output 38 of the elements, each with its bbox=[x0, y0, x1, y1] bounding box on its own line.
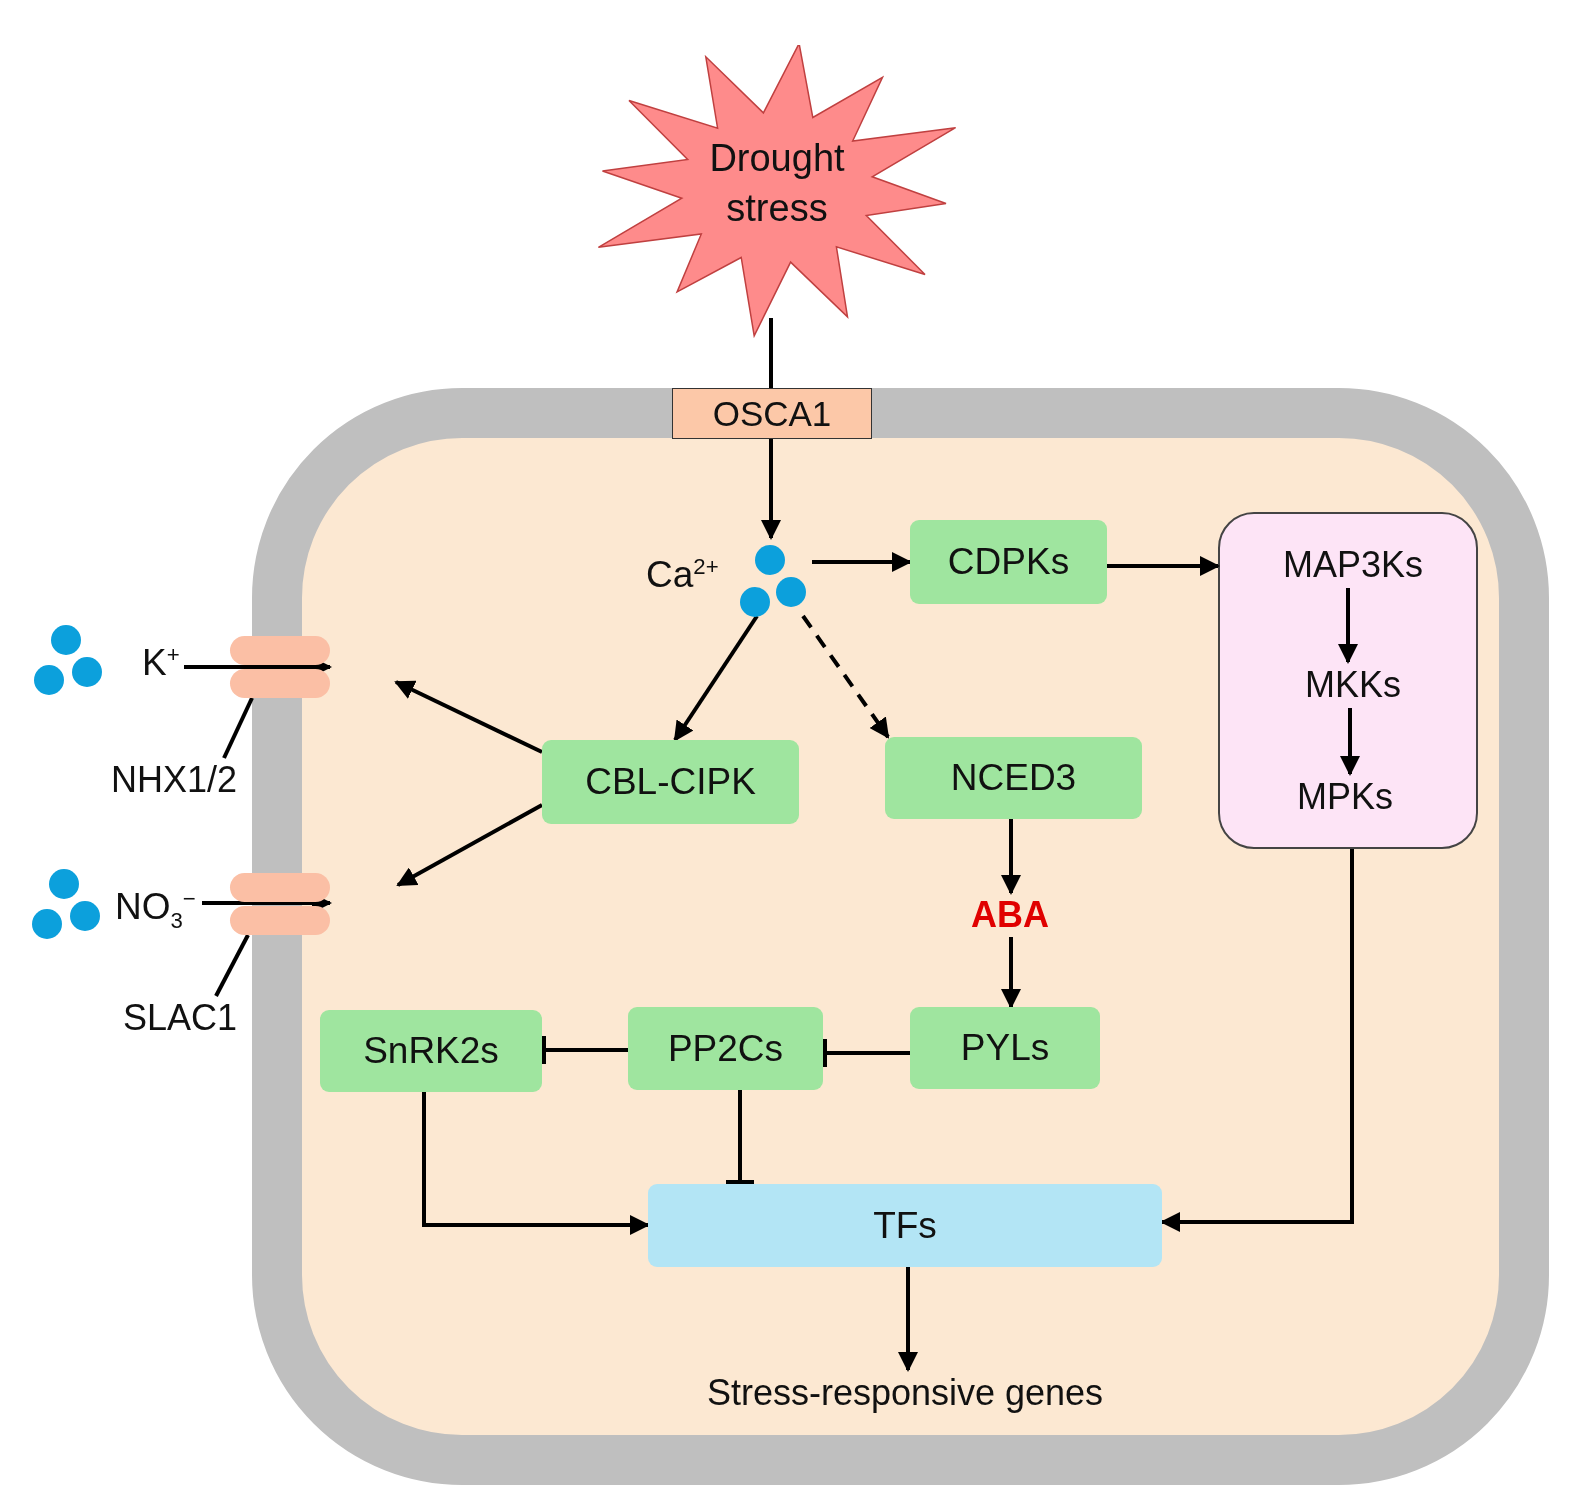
ion-channel bbox=[230, 873, 330, 935]
arrow bbox=[394, 680, 543, 754]
protein-label: MPKs bbox=[1270, 774, 1420, 820]
arrow bbox=[673, 614, 759, 742]
arrow bbox=[1001, 937, 1021, 1009]
ion-label: K$^{+}$ bbox=[142, 642, 180, 685]
protein-label: MAP3Ks bbox=[1258, 542, 1448, 588]
stress-label: Drought stress bbox=[708, 136, 846, 231]
leader-line bbox=[214, 934, 250, 997]
membrane-protein-box: OSCA1 bbox=[672, 388, 872, 439]
ion-channel bbox=[230, 636, 330, 698]
protein-label: NHX1/2 bbox=[98, 758, 250, 802]
arrow bbox=[1340, 708, 1360, 776]
leader-line bbox=[222, 697, 254, 759]
hormone-label: ABA bbox=[962, 893, 1058, 937]
kinase-cascade-box bbox=[1218, 512, 1478, 849]
ion-label: Ca$^{2+}$ bbox=[646, 554, 719, 597]
protein-label: SLAC1 bbox=[112, 996, 248, 1040]
protein-label: MKKs bbox=[1278, 662, 1428, 708]
protein-box: PYLs bbox=[910, 1007, 1100, 1089]
arrow bbox=[1160, 849, 1354, 1232]
protein-box: SnRK2s bbox=[320, 1010, 542, 1092]
line bbox=[769, 318, 773, 388]
arrow bbox=[422, 1092, 650, 1235]
protein-label: Stress-responsive genes bbox=[668, 1370, 1142, 1416]
arrow bbox=[898, 1267, 918, 1372]
protein-box: NCED3 bbox=[885, 737, 1142, 819]
cell-membrane bbox=[252, 388, 1549, 1485]
arrow bbox=[812, 552, 912, 572]
protein-box: PP2Cs bbox=[628, 1007, 823, 1090]
arrow bbox=[801, 614, 890, 739]
protein-box: TFs bbox=[648, 1184, 1162, 1267]
arrow bbox=[396, 803, 543, 887]
arrow bbox=[1338, 588, 1358, 664]
protein-box: CBL-CIPK bbox=[542, 740, 799, 824]
protein-box: CDPKs bbox=[910, 520, 1107, 604]
arrow bbox=[1107, 556, 1220, 576]
arrow bbox=[1001, 819, 1021, 895]
